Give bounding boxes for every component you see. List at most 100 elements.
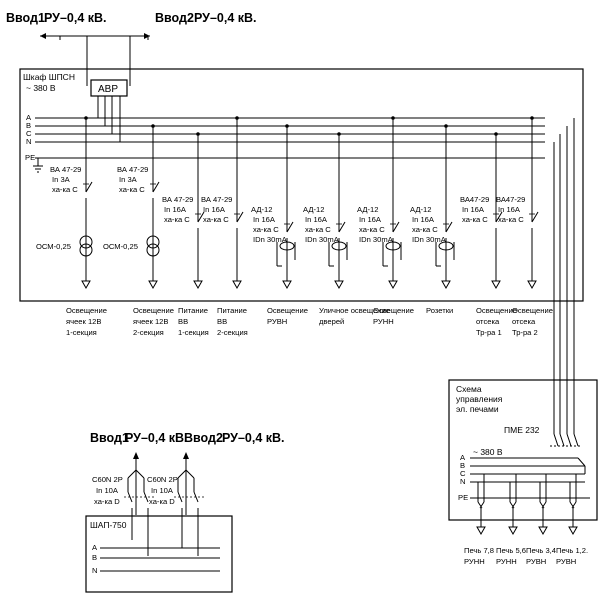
branch-5-caption-1: Освещение xyxy=(267,306,308,315)
furnace-bus-n: N xyxy=(460,477,465,486)
branch-6-spec-1: АД-12 xyxy=(303,205,324,214)
furnace-model: ПМЕ 232 xyxy=(504,425,540,435)
furnace-bus-c: C xyxy=(460,469,466,478)
branch-6-spec-3: ха-ка С xyxy=(305,225,331,234)
branch-4-spec-2: In 16A xyxy=(203,205,226,214)
branch-3-caption-3: 1-секция xyxy=(178,328,209,337)
bottom-input-1-label: Ввод1 xyxy=(90,431,129,445)
branch-6-spec-2: In 16A xyxy=(305,215,328,224)
branch-6-caption-1: Уличное освещение xyxy=(319,306,390,315)
branch-5-spec-3: ха-ка С xyxy=(253,225,279,234)
branch-9-spec-2: In 16A xyxy=(462,205,485,214)
top-input-2-supply: РУ–0,4 кВ. xyxy=(194,11,257,25)
branch-1-caption-2: ячеек 12В xyxy=(66,317,101,326)
branch-10-caption-1: Освещение xyxy=(512,306,553,315)
branch-7-caption-1: Освещение xyxy=(373,306,414,315)
branch-3-spec-3: ха-ка С xyxy=(164,215,190,224)
top-bus-c: C xyxy=(26,129,32,138)
bottom-input-1-header: Ввод1 РУ–0,4 кВ. xyxy=(90,431,188,445)
furnace-bus-a: A xyxy=(460,453,466,462)
branch-4-spec-3: ха-ка С xyxy=(203,215,229,224)
top-bus-bars xyxy=(33,117,545,173)
branch-7-spec-3: ха-ка С xyxy=(359,225,385,234)
cabinet-shpsn-frame xyxy=(19,68,584,302)
branch-9-caption-3: Тр-ра 1 xyxy=(476,328,502,337)
top-bus-b: B xyxy=(26,121,31,130)
branch-4-caption-3: 2-секция xyxy=(217,328,248,337)
branch-5-spec-2: In 16A xyxy=(253,215,276,224)
top-input-2-label: Ввод2 xyxy=(155,11,194,25)
branch-1-spec-2: In 3A xyxy=(52,175,71,184)
branch-8-spec-4: IDn 30mA xyxy=(412,235,447,244)
furnace-bus-pe: PE xyxy=(458,493,468,502)
branch-2-transformer: ОСМ-0,25 xyxy=(103,242,138,251)
branch-6-caption-2: дверей xyxy=(319,317,344,326)
bottom-input-2-supply: РУ–0,4 кВ. xyxy=(222,431,285,445)
branch-10-spec-2: In 16A xyxy=(498,205,521,214)
branch-3-caption-1: Питание xyxy=(178,306,208,315)
branch-8-caption-1: Розетки xyxy=(426,306,453,315)
furnace-bus-bars xyxy=(470,457,590,499)
bottom-breaker-1-line-1: C60N 2P xyxy=(92,475,123,484)
shap-bus-a: A xyxy=(92,543,98,552)
ats-label: АВР xyxy=(98,84,118,95)
bottom-breaker-1-line-2: In 10A xyxy=(96,486,119,495)
branch-3-spec-1: ВА 47-29 xyxy=(162,195,193,204)
furnace-bus-b: B xyxy=(460,461,465,470)
branch-2-spec-1: ВА 47-29 xyxy=(117,165,148,174)
shap-750-title: ШАП-750 xyxy=(90,520,127,530)
ats-outputs xyxy=(97,96,121,142)
bottom-input-2-header: Ввод2 РУ–0,4 кВ. xyxy=(184,431,285,445)
bottom-breaker-2-text: C60N 2P In 10A ха-ка D xyxy=(147,475,178,506)
shap-bus-n: N xyxy=(92,566,97,575)
furnace-output-3-label-2: РУВН xyxy=(526,557,546,566)
bottom-breaker-1-text: C60N 2P In 10A ха-ка D xyxy=(92,475,123,506)
furnace-output-4: Печь 1,2.РУВН xyxy=(556,474,588,566)
branch-5-spec-1: АД-12 xyxy=(251,205,272,214)
branch-6-spec-4: IDn 30mA xyxy=(305,235,340,244)
top-input-1-supply: РУ–0,4 кВ. xyxy=(44,11,107,25)
branch-2-spec-2: In 3A xyxy=(119,175,138,184)
furnace-voltage: ~ 380 В xyxy=(473,447,503,457)
branch-8-spec-1: АД-12 xyxy=(410,205,431,214)
bottom-input-1-supply: РУ–0,4 кВ. xyxy=(125,431,188,445)
branch-9-caption-1: Освещение xyxy=(476,306,517,315)
branch-9-spec-3: ха-ка С xyxy=(462,215,488,224)
shap-750-frame xyxy=(85,515,233,593)
branch-4-caption-1: Питание xyxy=(217,306,247,315)
bottom-breaker-2-line-2: In 10A xyxy=(151,486,174,495)
furnace-title-2: управления xyxy=(456,394,503,404)
branch-10-caption-3: Тр-ра 2 xyxy=(512,328,538,337)
furnace-output-2-label-2: РУНН xyxy=(496,557,517,566)
ats-box xyxy=(90,79,128,97)
branch-4-caption-2: ВВ xyxy=(217,317,227,326)
branch-7-spec-4: IDn 30mA xyxy=(359,235,394,244)
top-input-1-header: Ввод1 РУ–0,4 кВ. xyxy=(6,11,107,25)
furnace-panel-frame xyxy=(448,379,598,521)
branch-7-spec-1: АД-12 xyxy=(357,205,378,214)
top-bus-n: N xyxy=(26,137,31,146)
bottom-breaker-2-line-1: C60N 2P xyxy=(147,475,178,484)
branch-4-spec-1: ВА 47-29 xyxy=(201,195,232,204)
branch-2-caption-3: 2-секция xyxy=(133,328,164,337)
top-bus-pe: PE xyxy=(25,153,35,162)
shap-bus-bars xyxy=(100,547,220,572)
furnace-bus-labels: A B C N PE xyxy=(458,453,468,502)
branch-7-spec-2: In 16A xyxy=(359,215,382,224)
shap-bus-labels: A B N xyxy=(92,543,98,575)
bottom-breaker-1-line-3: ха-ка D xyxy=(94,497,120,506)
top-input-2-header: Ввод2 РУ–0,4 кВ. xyxy=(155,11,257,25)
cabinet-title: Шкаф ШПСН xyxy=(23,72,75,82)
branch-10-caption-2: отсека xyxy=(512,317,536,326)
furnace-output-3-label-1: Печь 3,4 xyxy=(526,546,556,555)
